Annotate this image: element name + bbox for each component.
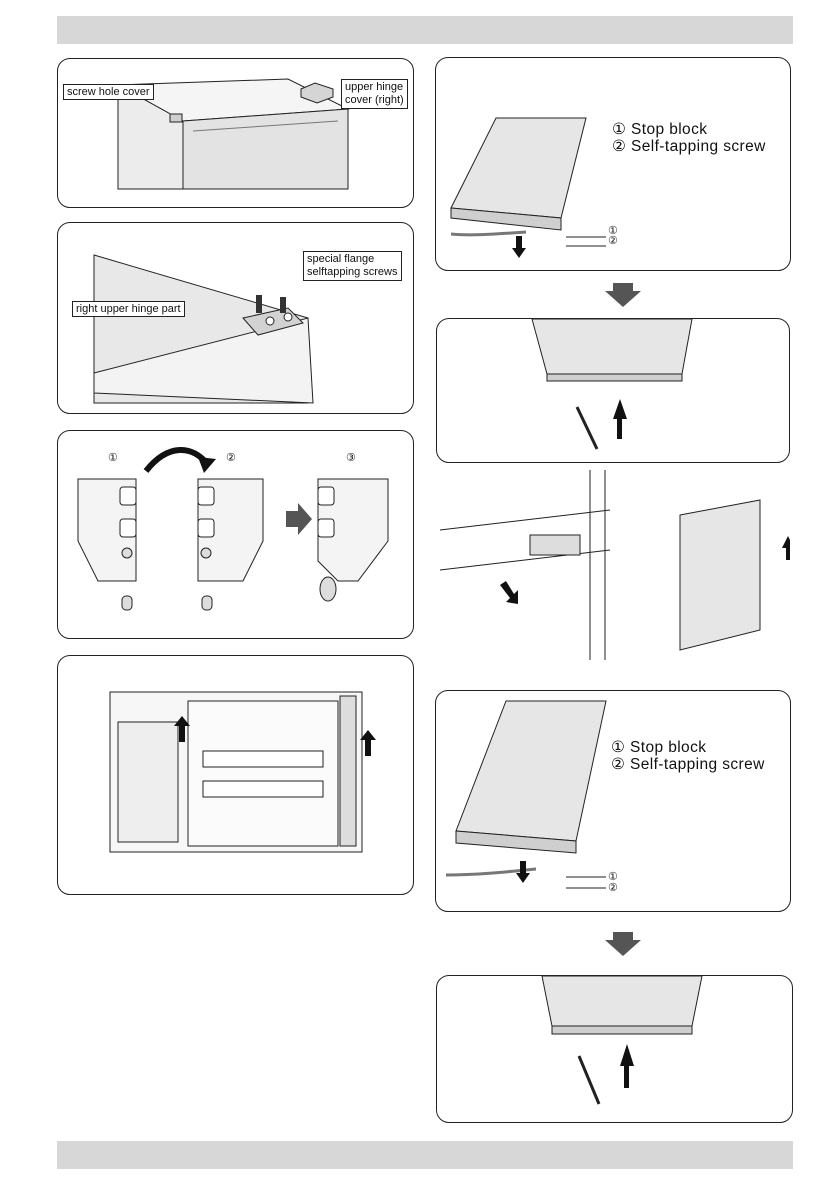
panel-hinge-screws: special flange selftapping screws right …	[57, 222, 414, 414]
footer-bar	[57, 1141, 793, 1169]
screwdriver-icon	[577, 407, 597, 449]
panel-stop-block-b: ① Stop block ② Self-tapping screw ① ②	[435, 690, 791, 912]
up-arrow-icon	[782, 536, 790, 560]
right-arrow-icon	[286, 503, 312, 535]
down-arrow-icon	[500, 581, 518, 604]
down-arrow-icon	[512, 236, 526, 258]
screw-hole-cover-label: screw hole cover	[63, 84, 154, 100]
callout-2: ②	[608, 236, 618, 247]
panel-screwdriver-a	[436, 318, 790, 463]
panel-stop-block-a: ① Stop block ② Self-tapping screw ① ②	[435, 57, 791, 271]
door-hinge-removal-illustration	[430, 470, 790, 670]
stop-block-legend-b: ① Stop block ② Self-tapping screw	[611, 739, 765, 773]
stop-block-legend-a: ① Stop block ② Self-tapping screw	[612, 121, 766, 155]
fridge-open-door-illustration	[58, 656, 414, 895]
door-screwdriver-illustration	[437, 319, 790, 463]
up-arrow-icon	[620, 1044, 634, 1088]
screwdriver-icon	[579, 1056, 599, 1104]
panel-hinge-steps: ① ② ③	[57, 430, 414, 639]
panel-lift-door	[57, 655, 414, 895]
door-screwdriver-illustration-b	[437, 976, 793, 1123]
down-arrow-icon	[603, 283, 643, 309]
panel-hinge-cover: screw hole cover upper hinge cover (righ…	[57, 58, 414, 208]
panel-screwdriver-b	[436, 975, 793, 1123]
callout-2: ②	[608, 883, 618, 894]
right-upper-hinge-part-label: right upper hinge part	[72, 301, 185, 317]
upper-hinge-cover-label: upper hinge cover (right)	[341, 79, 408, 109]
header-bar	[57, 16, 793, 44]
up-arrow-icon	[613, 399, 627, 439]
down-arrow-icon	[603, 932, 643, 958]
curved-arrow-icon	[146, 450, 208, 471]
special-flange-screws-label: special flange selftapping screws	[303, 251, 402, 281]
hinge-steps-illustration	[58, 431, 414, 639]
